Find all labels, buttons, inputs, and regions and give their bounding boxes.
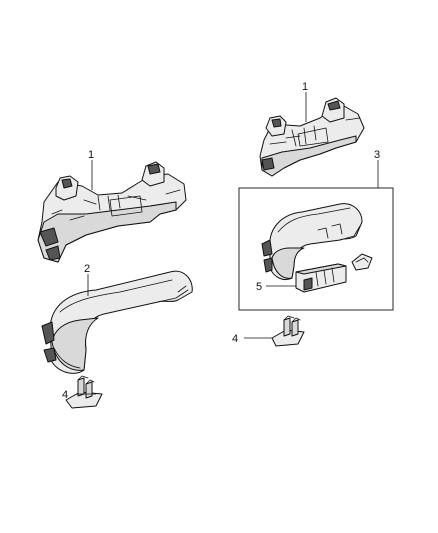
callout-5: 5 [256,281,262,293]
grab-handle-left [41,270,193,374]
lamp-module [295,263,347,293]
bracket-right [259,97,365,177]
callout-1-right: 1 [302,81,308,93]
callout-4-right: 4 [232,333,238,345]
callout-2: 2 [84,263,90,275]
callout-1-left: 1 [88,149,94,161]
clip-left [65,375,103,409]
clip-right [271,315,305,347]
assembly-box [238,187,394,311]
end-cap [351,253,373,271]
callout-3: 3 [374,149,380,161]
bracket-left [37,161,187,263]
callout-4-left: 4 [62,389,68,401]
grab-handle-right [261,203,363,281]
